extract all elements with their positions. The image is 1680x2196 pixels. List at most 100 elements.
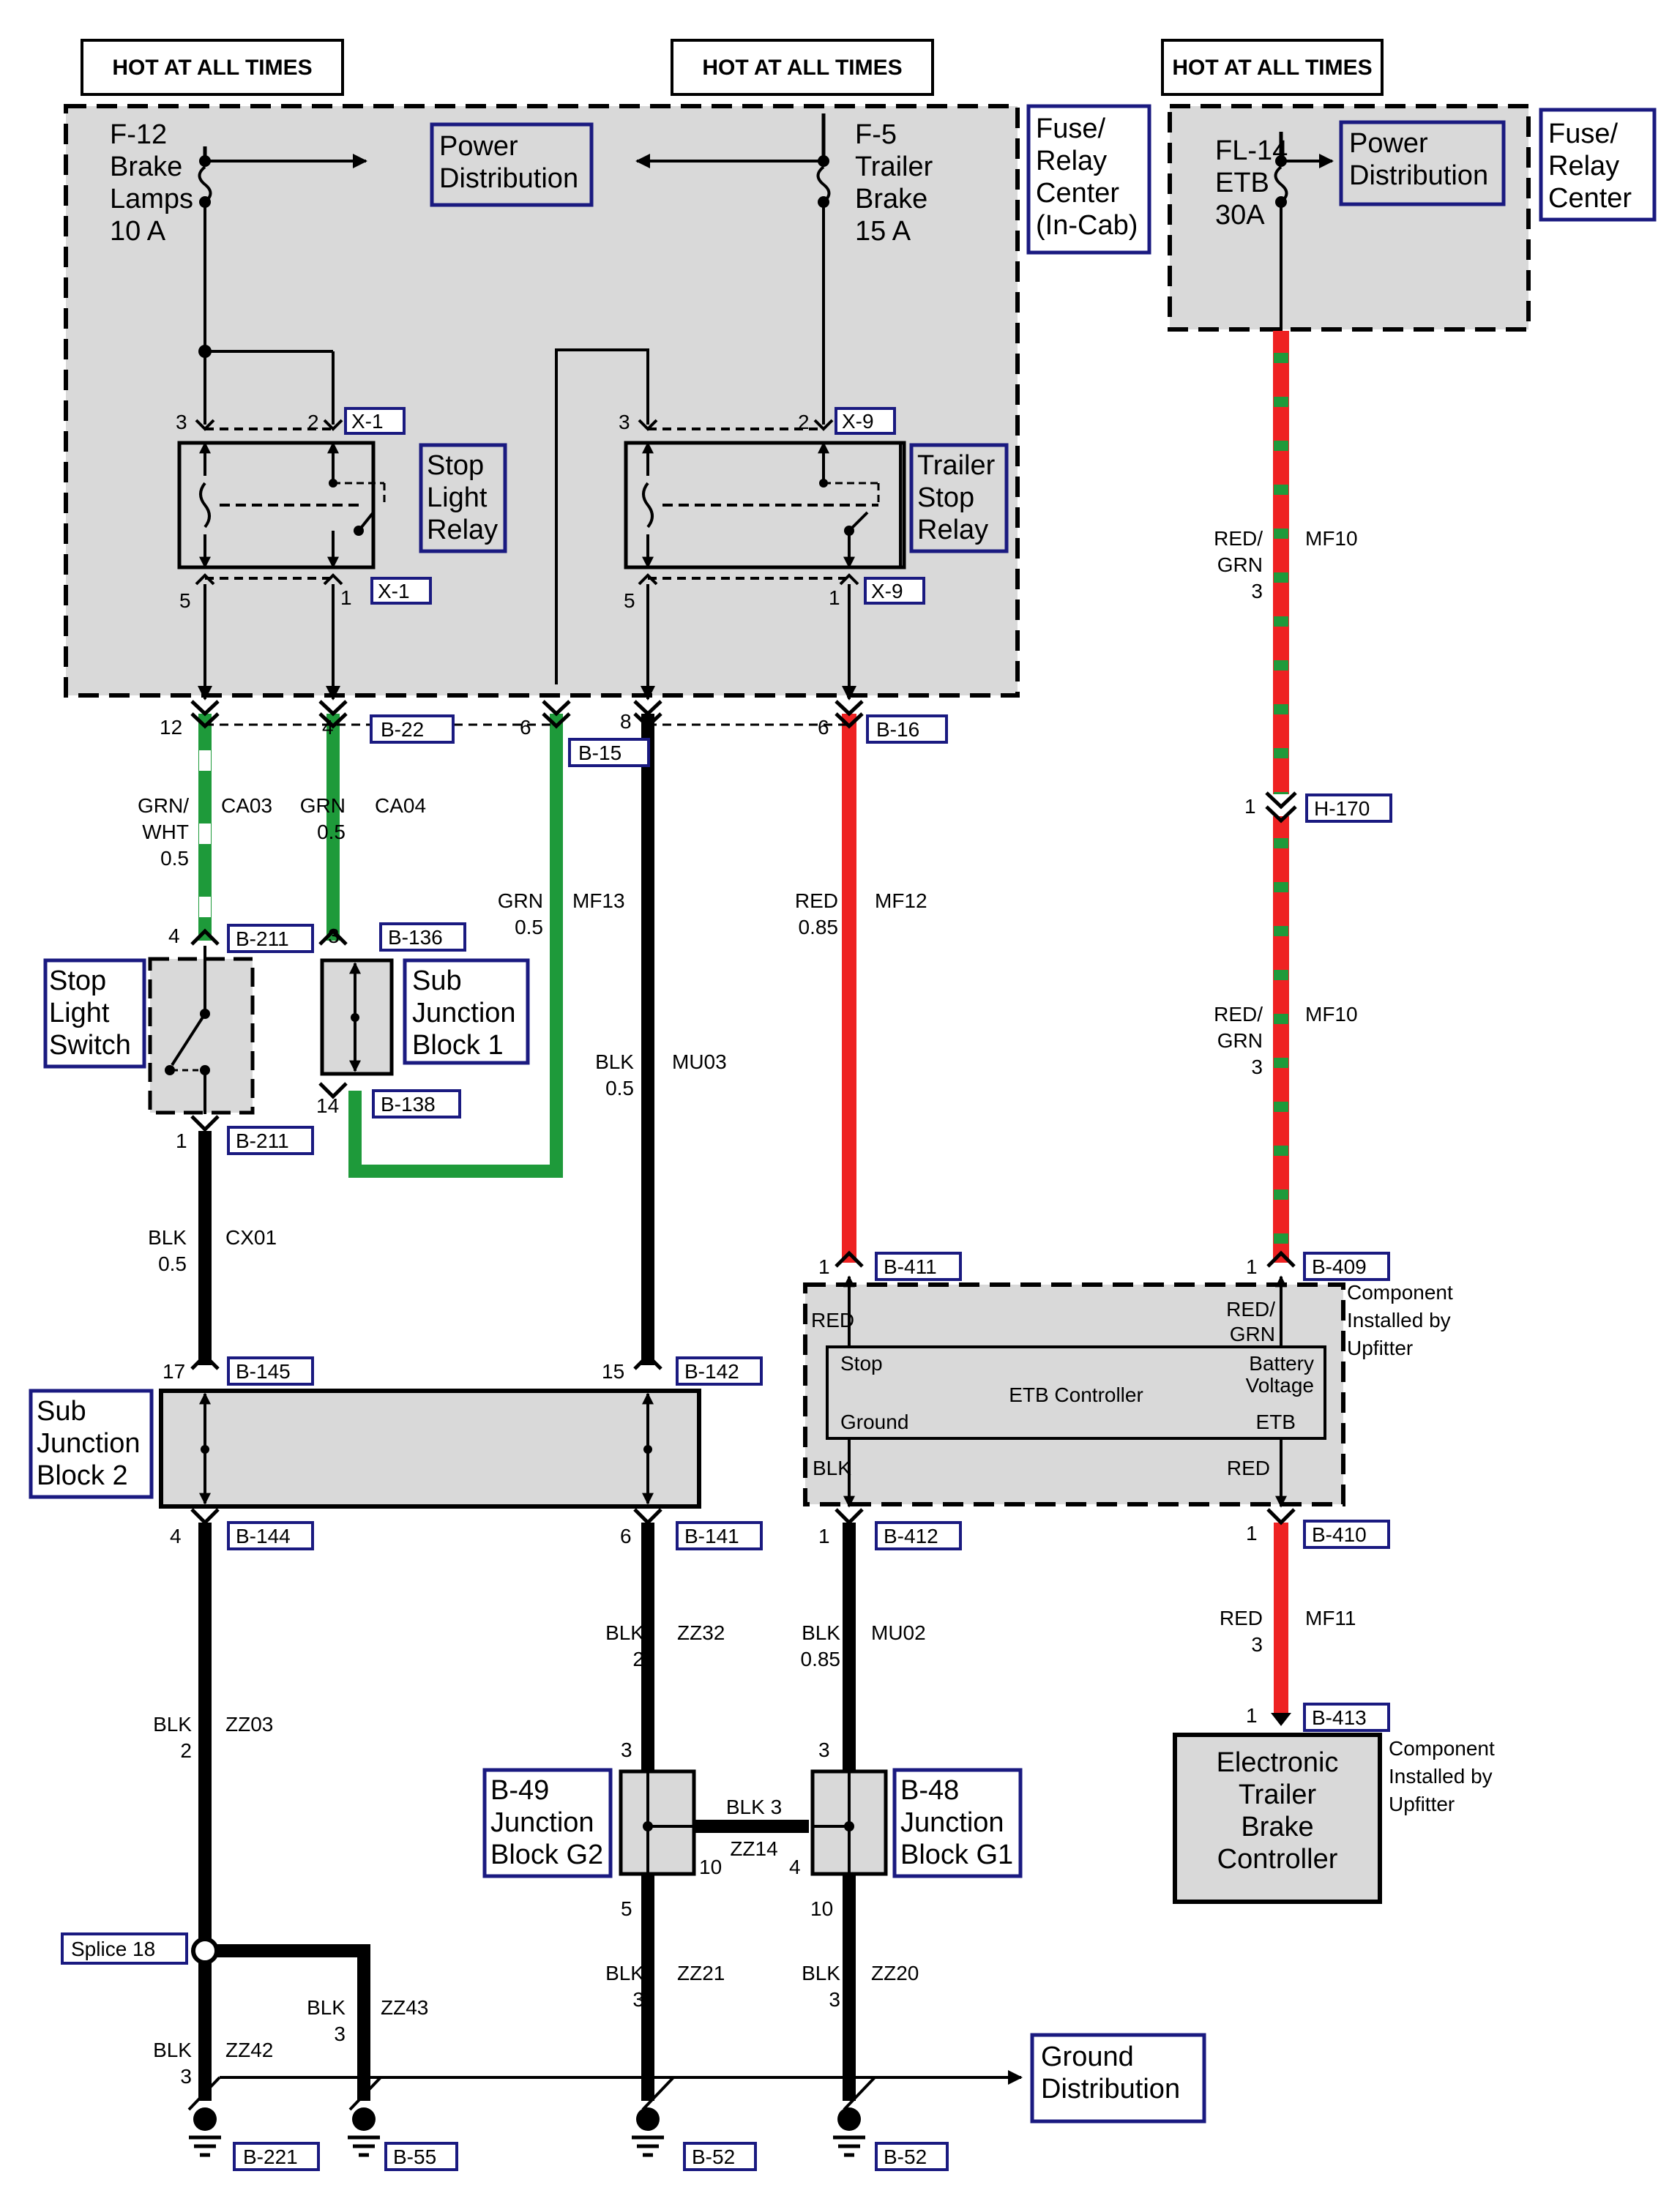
svg-text:B-409: B-409: [1312, 1255, 1367, 1278]
svg-text:X-9: X-9: [842, 410, 874, 433]
svg-text:Electronic: Electronic: [1217, 1747, 1339, 1778]
svg-text:Center: Center: [1036, 178, 1119, 209]
connector-b144: B-144: [227, 1521, 314, 1550]
wire-labels: GRN/ WHT 0.5 CA03 GRN 0.5 CA04 GRN 0.5 M…: [138, 527, 1358, 2088]
svg-text:Switch: Switch: [49, 1030, 131, 1061]
svg-text:B-136: B-136: [388, 926, 443, 949]
header-hot-mid: HOT AT ALL TIMES: [671, 39, 934, 96]
connector-x1-bottom: X-1: [370, 577, 432, 605]
svg-text:10 A: 10 A: [110, 216, 166, 247]
svg-text:Junction: Junction: [490, 1807, 594, 1838]
wire-zz43: [205, 1944, 370, 2101]
svg-text:B-411: B-411: [884, 1255, 937, 1278]
svg-text:15 A: 15 A: [855, 216, 911, 247]
svg-text:Sub: Sub: [37, 1396, 86, 1427]
pin-label: 6: [520, 716, 531, 739]
svg-text:MU03: MU03: [672, 1050, 727, 1073]
pin-label: 1: [340, 586, 352, 609]
svg-text:RED: RED: [1227, 1457, 1270, 1479]
svg-text:H-170: H-170: [1314, 797, 1370, 820]
stop-light-relay: [177, 419, 386, 701]
svg-text:Block 2: Block 2: [37, 1460, 128, 1491]
svg-text:Center: Center: [1548, 183, 1632, 214]
svg-text:B-413: B-413: [1312, 1706, 1367, 1729]
svg-text:Block G1: Block G1: [900, 1840, 1013, 1870]
svg-text:Upfitter: Upfitter: [1347, 1337, 1413, 1359]
connector-b52-left: B-52: [683, 2142, 757, 2171]
svg-text:MF13: MF13: [572, 889, 625, 912]
connector-b413: B-413: [1303, 1703, 1390, 1732]
svg-text:Installed by: Installed by: [1347, 1309, 1451, 1332]
svg-text:Relay: Relay: [917, 515, 988, 545]
svg-text:X-1: X-1: [378, 580, 410, 602]
pin-label: 8: [620, 710, 632, 733]
svg-text:2: 2: [180, 1739, 192, 1762]
svg-text:MU02: MU02: [871, 1621, 926, 1644]
svg-text:ZZ03: ZZ03: [225, 1713, 273, 1736]
ground-icon: [348, 2107, 380, 2157]
svg-text:3: 3: [1251, 1056, 1263, 1078]
svg-text:Distribution: Distribution: [1349, 160, 1488, 191]
pin-label: 12: [160, 716, 182, 739]
header-hot-left: HOT AT ALL TIMES: [81, 39, 344, 96]
svg-text:MF10: MF10: [1305, 1003, 1358, 1026]
connector-b16: B-16: [866, 714, 948, 744]
svg-text:B-52: B-52: [692, 2145, 735, 2168]
svg-text:0.5: 0.5: [317, 821, 346, 843]
svg-text:ETB: ETB: [1215, 168, 1269, 198]
connector-b211-top: B-211: [227, 924, 314, 953]
svg-text:HOT AT ALL TIMES: HOT AT ALL TIMES: [112, 56, 312, 80]
connector-b221: B-221: [233, 2142, 320, 2171]
svg-text:RED: RED: [795, 889, 838, 912]
upfitter-note-2: Component Installed by Upfitter: [1389, 1737, 1495, 1815]
svg-text:ETB: ETB: [1256, 1411, 1296, 1433]
svg-text:BLK: BLK: [605, 1962, 644, 1984]
connector-h170: H-170: [1305, 793, 1392, 823]
svg-text:Light: Light: [427, 482, 488, 513]
svg-text:0.5: 0.5: [160, 847, 189, 870]
svg-text:B-142: B-142: [684, 1360, 739, 1383]
svg-text:ZZ14: ZZ14: [730, 1837, 777, 1860]
connector-b55: B-55: [384, 2142, 458, 2171]
svg-text:B-15: B-15: [578, 742, 621, 764]
svg-text:RED/: RED/: [1214, 527, 1263, 550]
svg-text:Brake: Brake: [110, 152, 182, 182]
svg-text:Splice 18: Splice 18: [71, 1938, 155, 1960]
connector-b142: B-142: [676, 1356, 763, 1386]
svg-text:F-5: F-5: [855, 119, 897, 150]
connector-x9-top: X-9: [835, 407, 896, 435]
svg-text:GRN: GRN: [1217, 1029, 1263, 1052]
svg-text:Block 1: Block 1: [412, 1030, 504, 1061]
svg-text:CX01: CX01: [225, 1226, 277, 1249]
wire-mf13: [348, 714, 563, 1178]
stop-light-switch: [148, 946, 255, 1115]
pin-label: 4: [168, 925, 180, 947]
upfitter-note-1: Component Installed by Upfitter: [1347, 1281, 1453, 1359]
svg-text:GRN: GRN: [498, 889, 543, 912]
svg-text:Relay: Relay: [427, 515, 498, 545]
svg-text:Trailer: Trailer: [1239, 1779, 1317, 1810]
svg-text:BLK: BLK: [802, 1621, 840, 1644]
splice-18-label: Splice 18: [61, 1932, 188, 1965]
svg-text:Brake: Brake: [1241, 1812, 1313, 1842]
svg-text:Ground: Ground: [840, 1411, 908, 1433]
pin-label: 17: [163, 1360, 185, 1383]
svg-text:Ground: Ground: [1041, 2042, 1134, 2072]
svg-text:Stop: Stop: [840, 1352, 883, 1375]
pin-label: 14: [316, 1094, 339, 1117]
svg-text:Controller: Controller: [1217, 1844, 1338, 1875]
svg-text:RED/: RED/: [1226, 1298, 1275, 1321]
svg-text:Upfitter: Upfitter: [1389, 1793, 1455, 1815]
svg-text:BLK: BLK: [307, 1996, 346, 2019]
svg-text:B-211: B-211: [236, 1129, 289, 1152]
svg-text:ZZ32: ZZ32: [677, 1621, 725, 1644]
svg-text:0.85: 0.85: [801, 1648, 841, 1670]
junction-block-g1-label: B-48 Junction Block G1: [892, 1768, 1023, 1878]
pin-label: 4: [322, 716, 334, 739]
fuse-relay-center-in-cab-label: Fuse/ Relay Center (In-Cab): [1026, 104, 1151, 255]
svg-text:Trailer: Trailer: [917, 450, 996, 481]
svg-text:HOT AT ALL TIMES: HOT AT ALL TIMES: [702, 56, 902, 80]
svg-text:Fuse/: Fuse/: [1036, 113, 1105, 144]
pin-label: 10: [810, 1897, 833, 1920]
pin-label: 1: [818, 1525, 830, 1547]
